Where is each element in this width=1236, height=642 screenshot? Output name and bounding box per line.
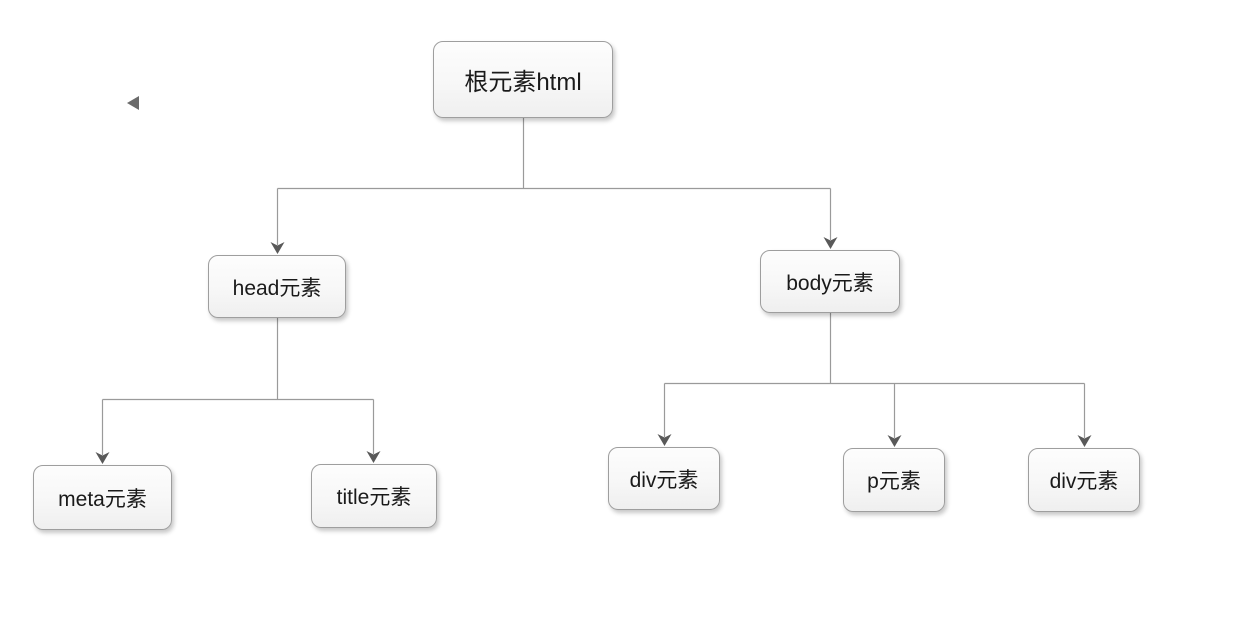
node-body: body元素 <box>760 250 900 313</box>
node-p: p元素 <box>843 448 945 512</box>
node-root-html-label: 根元素html <box>464 69 582 96</box>
node-title-label: title元素 <box>336 486 412 509</box>
back-arrow-icon[interactable] <box>127 96 139 110</box>
node-meta-label: meta元素 <box>58 487 147 511</box>
node-root-html: 根元素html <box>433 41 613 118</box>
node-meta: meta元素 <box>33 465 172 530</box>
node-div-2: div元素 <box>1028 448 1140 512</box>
node-p-label: p元素 <box>867 470 921 493</box>
node-title: title元素 <box>311 464 437 528</box>
node-div-1: div元素 <box>608 447 720 510</box>
node-body-label: body元素 <box>786 271 874 295</box>
node-head: head元素 <box>208 255 346 318</box>
node-div-2-label: div元素 <box>1049 470 1119 493</box>
node-div-1-label: div元素 <box>629 468 699 492</box>
node-head-label: head元素 <box>232 276 322 300</box>
